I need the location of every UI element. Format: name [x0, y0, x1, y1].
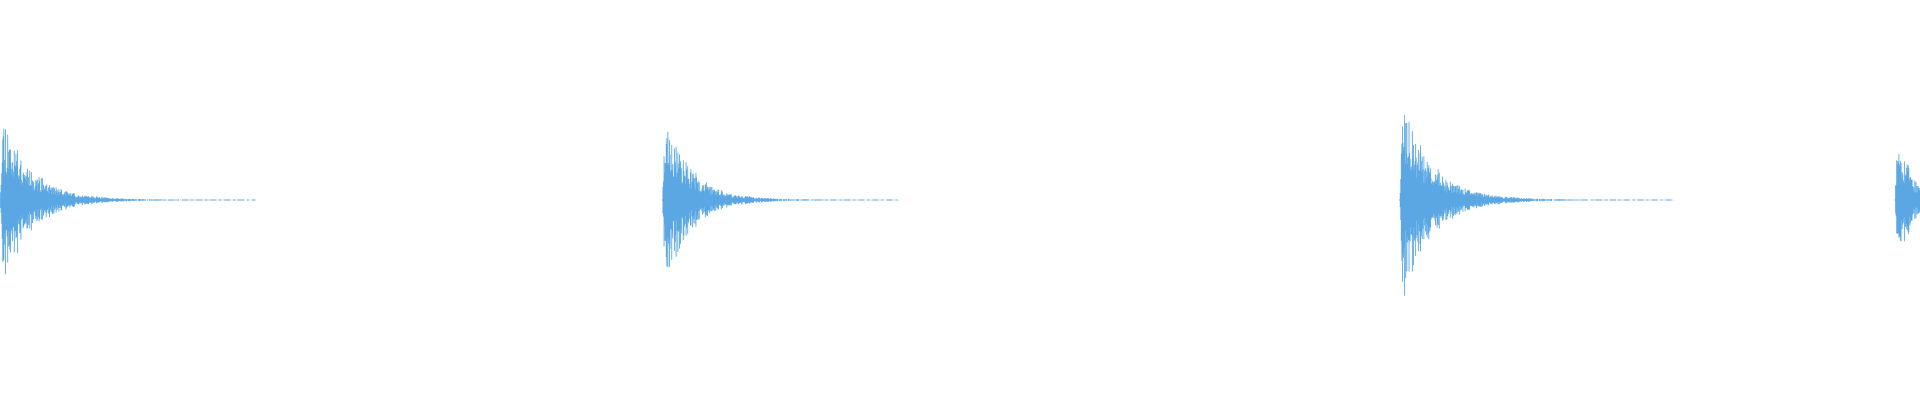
waveform-burst-3	[1399, 114, 1675, 296]
waveform-burst-2	[661, 131, 901, 268]
waveform-burst-1-samples	[0, 128, 256, 275]
waveform-burst-4	[1894, 154, 1920, 242]
waveform-burst-4-samples	[1894, 154, 1920, 242]
waveform-burst-3-samples	[1399, 114, 1675, 296]
waveform-burst-1	[0, 128, 256, 275]
bursts-layer	[0, 114, 1920, 296]
